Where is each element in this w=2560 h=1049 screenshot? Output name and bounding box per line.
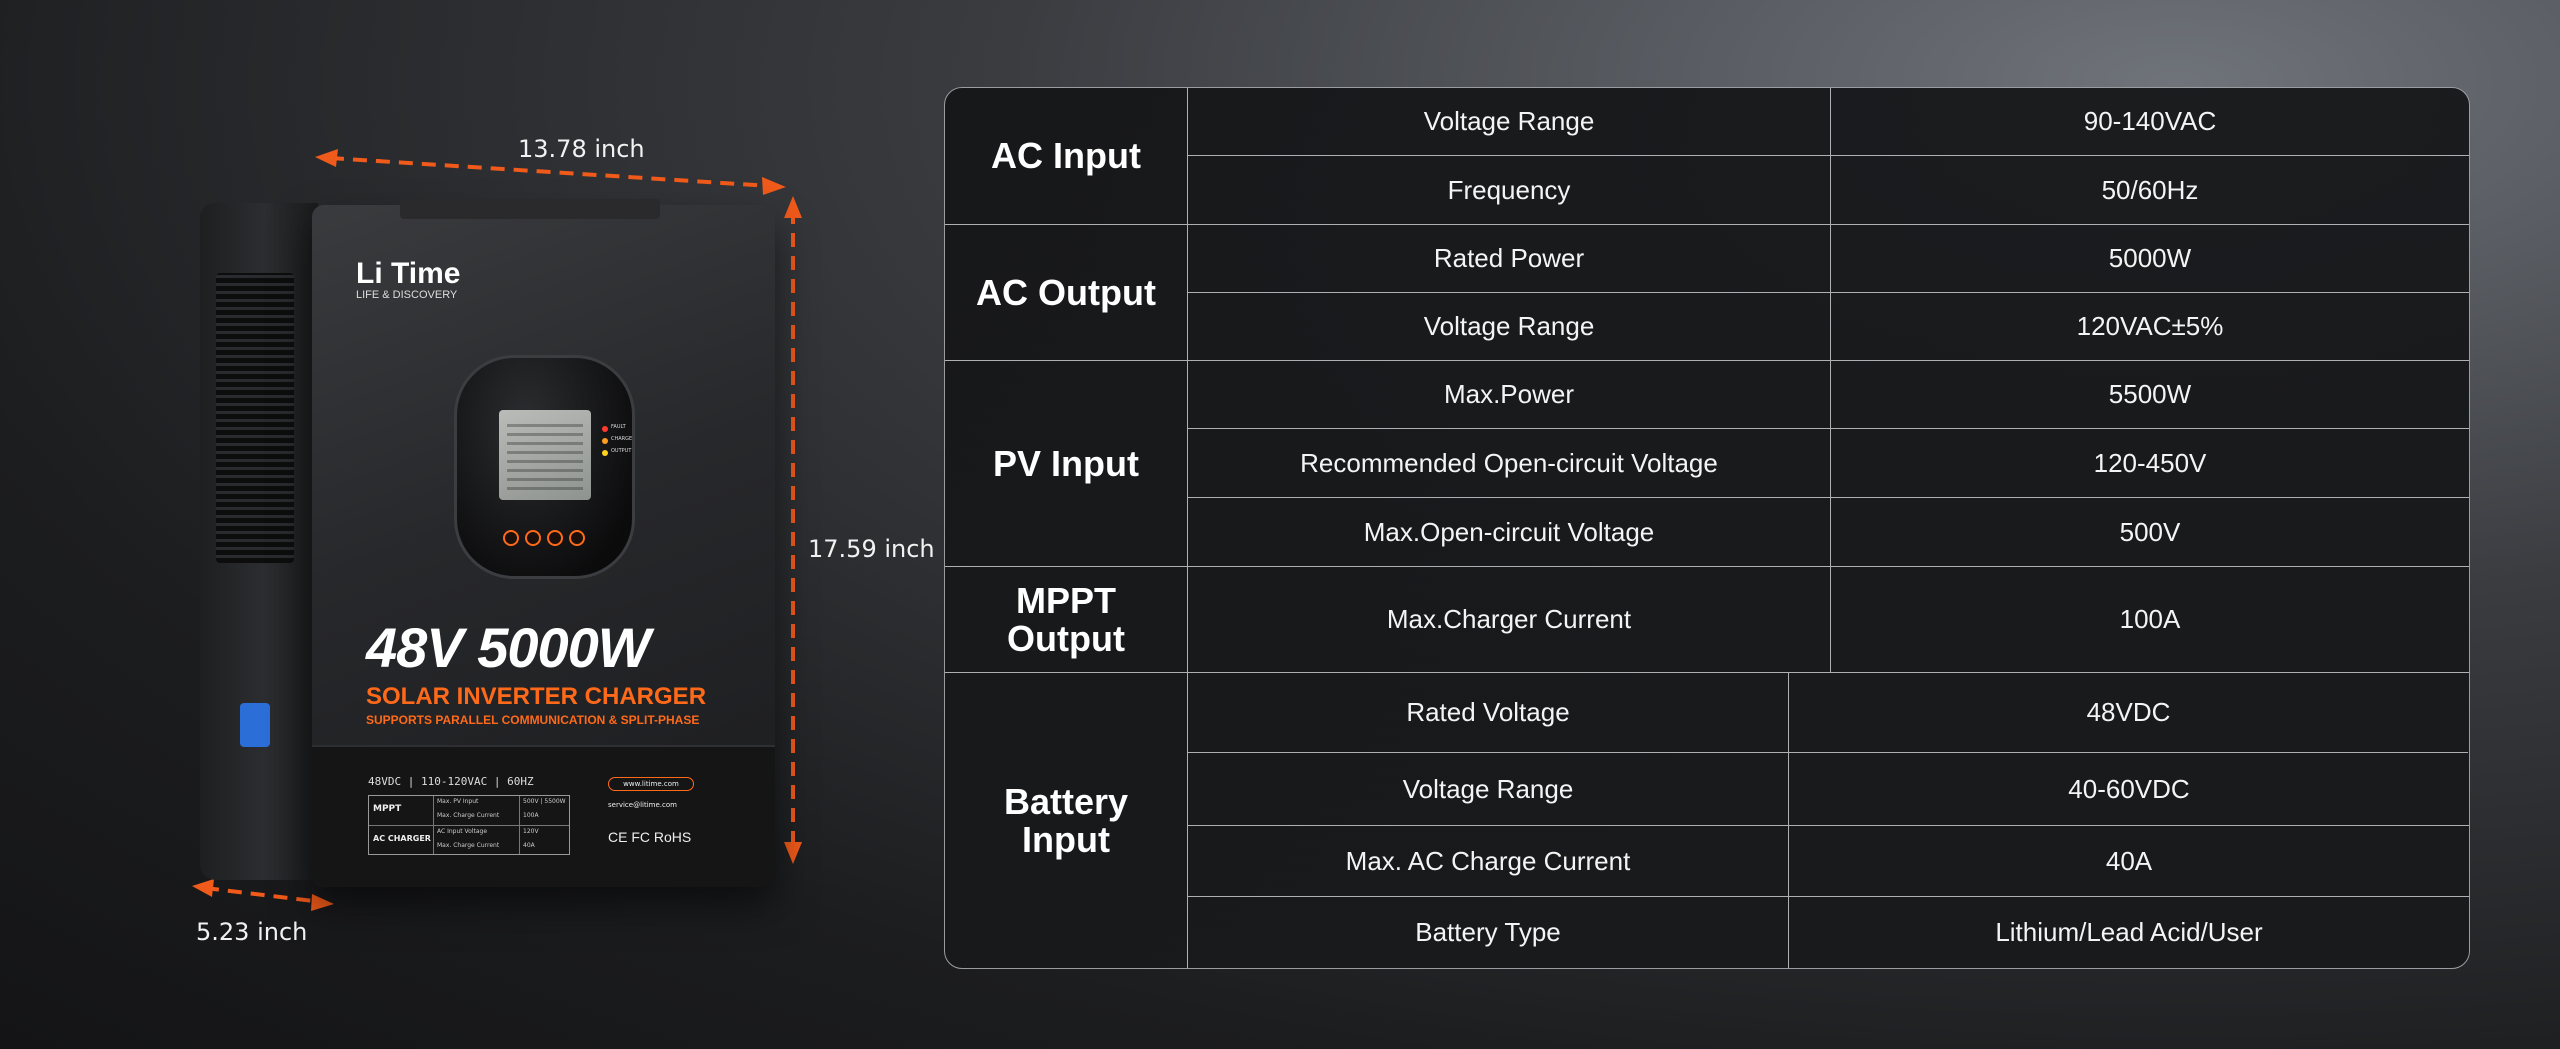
depth-arrow-right	[311, 894, 334, 911]
device-spec-line: 48VDC | 110-120VAC | 60HZ	[368, 775, 534, 788]
group-ac-input: AC Input	[945, 88, 1188, 225]
value-cell: 48VDC	[1788, 673, 2468, 753]
model-title: 48V 5000W	[366, 616, 651, 679]
param-cell: Voltage Range	[1188, 88, 1831, 156]
brand-logo: Li Time LIFE & DISCOVERY	[356, 257, 460, 301]
param-cell: Frequency	[1188, 156, 1831, 225]
charge-led-icon	[602, 438, 608, 444]
value-cell: 500V	[1831, 498, 2469, 567]
value-cell: 5000W	[1831, 225, 2469, 293]
value-cell: 100A	[1831, 567, 2469, 673]
width-label: 13.78 inch	[518, 135, 645, 163]
param-cell: Recommended Open-circuit Voltage	[1188, 429, 1831, 498]
lcd-housing: FAULT CHARGE OUTPUT	[454, 355, 635, 579]
breaker-switch	[240, 703, 270, 747]
value-cell: Lithium/Lead Acid/User	[1788, 897, 2469, 968]
param-cell: Rated Voltage	[1188, 673, 1789, 753]
height-arrow-top	[784, 196, 802, 218]
param-cell: Max.Open-circuit Voltage	[1188, 498, 1831, 567]
value-cell: 120-450V	[1831, 429, 2469, 498]
inverter-product-image: Li Time LIFE & DISCOVERY FAULT CHARGE OU…	[200, 185, 775, 887]
device-front-panel: Li Time LIFE & DISCOVERY FAULT CHARGE OU…	[312, 199, 775, 887]
fault-led-label: FAULT	[611, 424, 626, 430]
width-arrow-left	[315, 149, 338, 167]
mini-table-ac-charger: AC CHARGER	[373, 834, 431, 843]
device-spec-mini-table: MPPT AC CHARGER Max. PV Input 500V | 550…	[368, 795, 570, 855]
value-cell: 120VAC±5%	[1831, 293, 2469, 361]
charge-led-label: CHARGE	[611, 436, 633, 442]
panel-button-3	[547, 530, 563, 546]
value-cell: 5500W	[1831, 361, 2469, 429]
param-cell: Voltage Range	[1188, 753, 1789, 826]
group-ac-output: AC Output	[945, 225, 1188, 361]
param-cell: Battery Type	[1188, 897, 1789, 968]
mini-table-cell: 120V	[523, 828, 539, 835]
depth-dimension-line	[204, 886, 323, 904]
email-text: service@litime.com	[608, 801, 677, 809]
panel-button-1	[503, 530, 519, 546]
panel-button-4	[569, 530, 585, 546]
param-cell: Max.Power	[1188, 361, 1831, 429]
param-cell: Rated Power	[1188, 225, 1831, 293]
output-led-label: OUTPUT	[611, 448, 632, 454]
brand-name: Li Time	[356, 257, 461, 290]
mini-table-cell: Max. Charge Current	[437, 842, 500, 849]
lcd-screen	[499, 410, 591, 500]
certification-marks: CE FC RoHS	[608, 829, 692, 845]
mini-table-cell: 40A	[523, 842, 535, 849]
vent-grille	[216, 273, 294, 563]
height-label: 17.59 inch	[808, 535, 935, 563]
website-badge: www.litime.com	[608, 777, 694, 791]
value-cell: 90-140VAC	[1831, 88, 2469, 156]
panel-button-2	[525, 530, 541, 546]
depth-label: 5.23 inch	[196, 918, 308, 946]
mini-table-divider	[369, 825, 569, 826]
output-led-icon	[602, 450, 608, 456]
mini-table-cell: Max. PV Input	[437, 798, 479, 805]
mini-table-cell: 100A	[523, 812, 539, 819]
website-text: www.litime.com	[623, 780, 679, 788]
mini-table-mppt: MPPT	[373, 804, 402, 814]
param-cell: Max.Charger Current	[1188, 567, 1831, 673]
param-cell: Max. AC Charge Current	[1188, 826, 1789, 897]
mini-table-cell: AC Input Voltage	[437, 828, 488, 835]
model-subtitle: SOLAR INVERTER CHARGER	[366, 683, 707, 710]
brand-tagline: LIFE & DISCOVERY	[356, 289, 458, 301]
value-cell: 50/60Hz	[1831, 156, 2469, 225]
device-label-panel: 48VDC | 110-120VAC | 60HZ MPPT AC CHARGE…	[312, 745, 775, 887]
value-cell: 40A	[1788, 826, 2469, 897]
spec-table: AC Input Voltage Range 90-140VAC Frequen…	[944, 87, 2470, 969]
value-cell: 40-60VDC	[1788, 753, 2469, 826]
param-cell: Voltage Range	[1188, 293, 1831, 361]
model-feature-line: SUPPORTS PARALLEL COMMUNICATION & SPLIT-…	[366, 713, 700, 727]
fault-led-icon	[602, 426, 608, 432]
height-arrow-bottom	[784, 842, 802, 864]
group-pv-input: PV Input	[945, 361, 1188, 567]
mini-table-cell: 500V | 5500W	[523, 798, 566, 805]
mount-bracket	[400, 199, 660, 219]
mini-table-cell: Max. Charge Current	[437, 812, 500, 819]
device-side-panel	[200, 203, 318, 880]
